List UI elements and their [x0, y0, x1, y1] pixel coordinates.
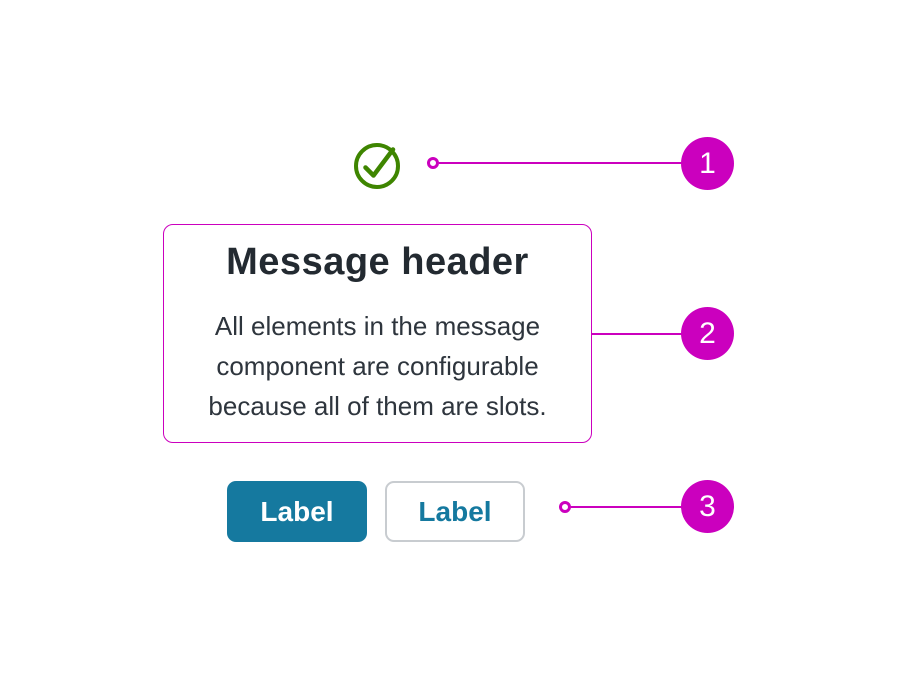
message-header: Message header — [226, 241, 529, 283]
message-body-line: because all of them are slots. — [208, 391, 547, 421]
message-body: All elements in the message component ar… — [164, 306, 591, 426]
secondary-label-button[interactable]: Label — [385, 481, 525, 542]
annotation-badge-3: 3 — [681, 480, 734, 533]
annotation-line-2 — [592, 333, 684, 335]
annotation-line-1 — [439, 162, 684, 164]
primary-label-button[interactable]: Label — [227, 481, 367, 542]
message-box: Message header All elements in the messa… — [163, 224, 592, 443]
message-body-line: All elements in the message — [214, 311, 541, 341]
annotation-endpoint-1 — [427, 157, 439, 169]
annotation-line-3 — [571, 506, 684, 508]
annotation-endpoint-3 — [559, 501, 571, 513]
check-circle-icon — [354, 143, 400, 189]
annotation-badge-2: 2 — [681, 307, 734, 360]
annotation-badge-1: 1 — [681, 137, 734, 190]
message-body-line: component are configurable — [216, 351, 539, 381]
